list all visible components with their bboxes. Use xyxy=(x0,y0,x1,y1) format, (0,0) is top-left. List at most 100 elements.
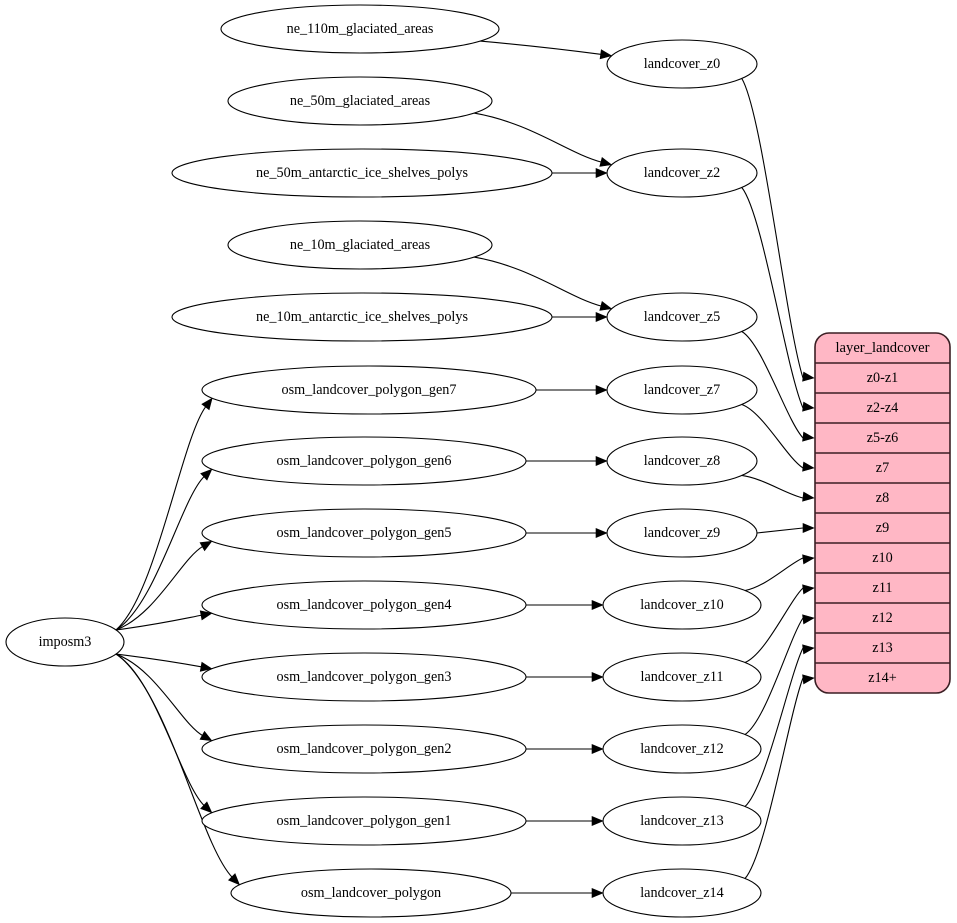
edge-osm_landcover_polygon-to-landcover_z14 xyxy=(511,887,604,899)
record-row-z12[interactable]: z12 xyxy=(872,610,893,626)
graph-node-ne_10m_glaciated_areas[interactable]: ne_10m_glaciated_areas xyxy=(227,220,493,270)
edge-arrowhead xyxy=(802,431,815,442)
node-label: landcover_z13 xyxy=(640,813,724,829)
graph-node-landcover_z5[interactable]: landcover_z5 xyxy=(606,292,758,342)
edge-arrowhead xyxy=(802,584,815,595)
edge-arrowhead xyxy=(802,674,815,685)
edge-arrowhead xyxy=(199,540,213,552)
edge-arrowhead xyxy=(200,801,213,814)
graph-node-ne_10m_antarctic_ice_shelves_polys[interactable]: ne_10m_antarctic_ice_shelves_polys xyxy=(171,292,553,342)
edge-imposm3-to-osm_landcover_polygon_gen1 xyxy=(115,653,213,814)
edge-imposm3-to-osm_landcover_polygon_gen6 xyxy=(115,468,213,631)
edge-landcover_z14-to-layer_landcover_z14_ xyxy=(744,674,815,879)
node-label: ne_110m_glaciated_areas xyxy=(287,21,434,37)
graph-node-landcover_z9[interactable]: landcover_z9 xyxy=(606,508,758,558)
edge-arrowhead xyxy=(595,527,608,539)
edge-arrowhead xyxy=(227,873,241,886)
graph-node-osm_landcover_polygon_gen4[interactable]: osm_landcover_polygon_gen4 xyxy=(201,580,527,630)
graph-node-osm_landcover_polygon_gen7[interactable]: osm_landcover_polygon_gen7 xyxy=(201,365,537,415)
graph-node-osm_landcover_polygon_gen2[interactable]: osm_landcover_polygon_gen2 xyxy=(201,724,527,774)
edge-landcover_z0-to-layer_landcover_z0-z1 xyxy=(741,78,815,382)
edge-arrowhead xyxy=(802,644,815,655)
edge-arrowhead xyxy=(591,887,604,899)
edge-imposm3-to-osm_landcover_polygon_gen5 xyxy=(115,540,213,631)
node-label: landcover_z0 xyxy=(644,56,720,72)
graph-node-landcover_z14[interactable]: landcover_z14 xyxy=(602,868,762,918)
node-label: osm_landcover_polygon_gen7 xyxy=(282,382,457,398)
edge-arrowhead xyxy=(599,301,613,311)
node-label: osm_landcover_polygon_gen6 xyxy=(277,453,452,469)
record-row-z8[interactable]: z8 xyxy=(876,490,889,506)
record-row-z0-z1[interactable]: z0-z1 xyxy=(867,370,899,386)
graph-node-landcover_z7[interactable]: landcover_z7 xyxy=(606,365,758,415)
graph-node-osm_landcover_polygon_gen3[interactable]: osm_landcover_polygon_gen3 xyxy=(201,652,527,702)
edge-osm_landcover_polygon_gen7-to-landcover_z7 xyxy=(536,384,608,396)
graph-node-landcover_z2[interactable]: landcover_z2 xyxy=(606,148,758,198)
graph-node-osm_landcover_polygon_gen5[interactable]: osm_landcover_polygon_gen5 xyxy=(201,508,527,558)
edge-landcover_z8-to-layer_landcover_z8 xyxy=(741,474,815,502)
node-label: osm_landcover_polygon xyxy=(301,885,441,901)
graph-node-ne_50m_glaciated_areas[interactable]: ne_50m_glaciated_areas xyxy=(227,76,493,126)
edge-arrowhead xyxy=(599,157,613,167)
graph-node-ne_50m_antarctic_ice_shelves_polys[interactable]: ne_50m_antarctic_ice_shelves_polys xyxy=(171,148,553,198)
node-label: landcover_z11 xyxy=(641,669,724,685)
edge-ne_50m_antarctic_ice_shelves_polys-to-landcover_z2 xyxy=(552,167,608,179)
edge-arrowhead xyxy=(591,599,604,611)
node-layer: imposm3 ne_110m_glaciated_areas ne_50m_gla… xyxy=(5,4,762,918)
edge-landcover_z12-to-layer_landcover_z12 xyxy=(744,614,815,735)
node-label: landcover_z12 xyxy=(640,741,724,757)
edge-arrowhead xyxy=(201,397,213,411)
graph-node-landcover_z12[interactable]: landcover_z12 xyxy=(602,724,762,774)
edge-arrowhead xyxy=(591,743,604,755)
edge-arrowhead xyxy=(802,401,815,412)
node-label: ne_50m_glaciated_areas xyxy=(290,93,431,109)
edge-arrowhead xyxy=(802,371,815,382)
edge-imposm3-to-osm_landcover_polygon_gen3 xyxy=(115,653,213,672)
edge-arrowhead xyxy=(595,311,608,323)
edge-layer xyxy=(115,40,815,899)
record-row-z14+[interactable]: z14+ xyxy=(868,670,897,686)
edge-landcover_z2-to-layer_landcover_z2-z4 xyxy=(741,187,815,412)
edge-arrowhead xyxy=(591,671,604,683)
record-row-z10[interactable]: z10 xyxy=(872,550,893,566)
edge-arrowhead xyxy=(199,610,213,621)
node-label: landcover_z10 xyxy=(640,597,724,613)
edge-osm_landcover_polygon_gen4-to-landcover_z10 xyxy=(526,599,604,611)
edge-arrowhead xyxy=(199,730,213,742)
graph-node-landcover_z11[interactable]: landcover_z11 xyxy=(602,652,762,702)
record-row-z11[interactable]: z11 xyxy=(873,580,893,596)
graph-node-osm_landcover_polygon[interactable]: osm_landcover_polygon xyxy=(230,868,512,918)
record-row-z5-z6[interactable]: z5-z6 xyxy=(867,430,899,446)
edge-landcover_z9-to-layer_landcover_z9 xyxy=(756,522,815,534)
record-node-layer_landcover[interactable]: layer_landcoverz0-z1z2-z4z5-z6z7z8z9z10z… xyxy=(814,332,951,694)
node-label: landcover_z8 xyxy=(644,453,720,469)
edge-ne_110m_glaciated_areas-to-landcover_z0 xyxy=(480,40,613,60)
record-row-z13[interactable]: z13 xyxy=(872,640,893,656)
graph-node-osm_landcover_polygon_gen6[interactable]: osm_landcover_polygon_gen6 xyxy=(201,436,527,486)
graph-node-landcover_z8[interactable]: landcover_z8 xyxy=(606,436,758,486)
edge-arrowhead xyxy=(599,49,613,60)
graph-node-osm_landcover_polygon_gen1[interactable]: osm_landcover_polygon_gen1 xyxy=(201,796,527,846)
node-label: landcover_z7 xyxy=(644,382,720,398)
edge-ne_50m_glaciated_areas-to-landcover_z2 xyxy=(474,112,613,167)
graph-node-landcover_z13[interactable]: landcover_z13 xyxy=(602,796,762,846)
graph-node-ne_110m_glaciated_areas[interactable]: ne_110m_glaciated_areas xyxy=(220,4,500,54)
record-row-z2-z4[interactable]: z2-z4 xyxy=(867,400,899,416)
edge-arrowhead xyxy=(200,468,213,481)
edge-osm_landcover_polygon_gen2-to-landcover_z12 xyxy=(526,743,604,755)
graph-node-imposm3[interactable]: imposm3 xyxy=(5,617,125,667)
edge-imposm3-to-osm_landcover_polygon_gen7 xyxy=(115,397,213,631)
edge-landcover_z13-to-layer_landcover_z13 xyxy=(744,644,815,807)
record-layer: layer_landcoverz0-z1z2-z4z5-z6z7z8z9z10z… xyxy=(814,332,951,694)
node-label: osm_landcover_polygon_gen1 xyxy=(277,813,452,829)
graph-node-landcover_z0[interactable]: landcover_z0 xyxy=(606,39,758,89)
node-label: landcover_z5 xyxy=(644,309,720,325)
record-row-z7[interactable]: z7 xyxy=(876,460,889,476)
record-row-z9[interactable]: z9 xyxy=(876,520,889,536)
graph-node-landcover_z10[interactable]: landcover_z10 xyxy=(602,580,762,630)
edge-arrowhead xyxy=(802,461,815,472)
edge-arrowhead xyxy=(595,455,608,467)
node-label: ne_50m_antarctic_ice_shelves_polys xyxy=(256,165,468,181)
edge-osm_landcover_polygon_gen1-to-landcover_z13 xyxy=(526,815,604,827)
edge-ne_10m_antarctic_ice_shelves_polys-to-landcover_z5 xyxy=(552,311,608,323)
